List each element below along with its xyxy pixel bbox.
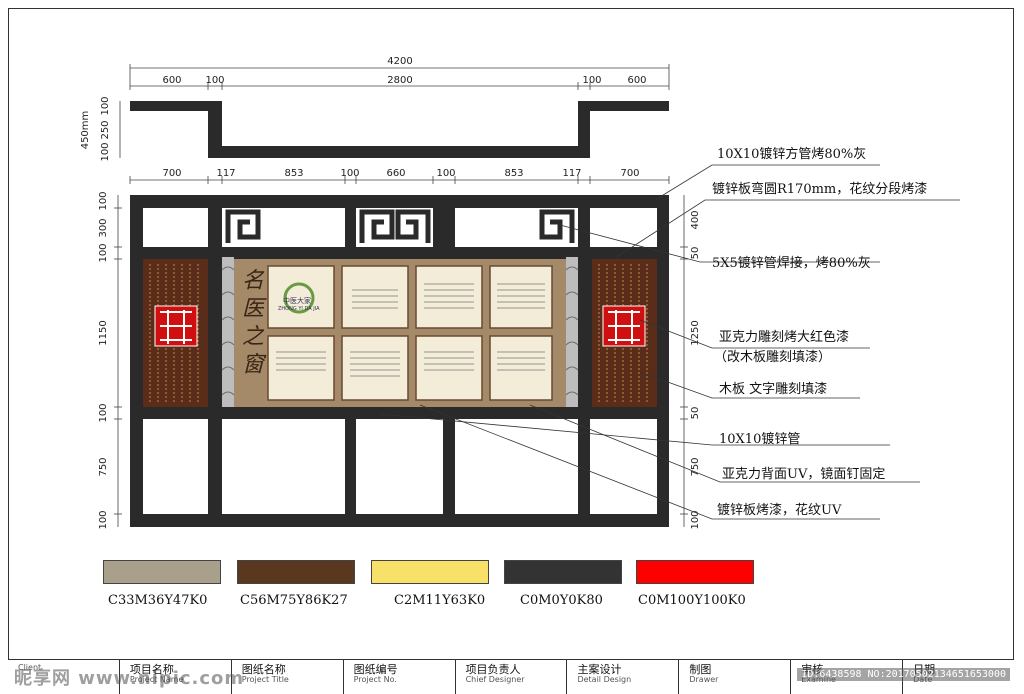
title-block-en: Project Title <box>241 675 289 685</box>
title-block-cn: 制图 <box>689 663 712 676</box>
dim-mid-seg: 117 <box>216 168 235 179</box>
title-block-en: Client <box>18 663 42 672</box>
title-block-cn: 主案设计 <box>577 663 622 676</box>
dim-left-v: 750 <box>98 457 109 476</box>
annotation-label: （改木板雕刻填漆） <box>714 350 832 365</box>
annotation-label: 木板 文字雕刻填漆 <box>719 382 828 397</box>
watermark: 昵享网 www.nipic.com <box>14 668 245 689</box>
color-swatch <box>103 560 221 584</box>
top-section-profile <box>130 101 669 158</box>
dim-mid-seg: 700 <box>620 168 639 179</box>
cloud-strip-right <box>565 257 579 407</box>
center-board <box>234 259 566 407</box>
annotation-label: 10X10镀锌方管烤80%灰 <box>717 147 867 162</box>
dim-mid-seg: 100 <box>436 168 455 179</box>
title-block-en: Project Name <box>129 675 184 685</box>
title-block-cn: 图纸名称 <box>241 663 286 676</box>
annotation-label: 亚克力背面UV，镜面钉固定 <box>722 467 886 482</box>
swatch-label: C0M0Y0K80 <box>520 593 603 608</box>
dim-top-seg: 600 <box>627 75 646 86</box>
swatch-label: C56M75Y86K27 <box>240 593 348 608</box>
dim-left-v: 100 <box>98 243 109 262</box>
dim-right-v: 100 <box>690 510 701 529</box>
dim-side: 100 <box>100 142 111 161</box>
title-block-en: Chief Designer <box>465 675 525 685</box>
title-block-en: Project No. <box>353 675 397 685</box>
dim-right-v: 750 <box>690 457 701 476</box>
swatch-label: C33M36Y47K0 <box>108 593 208 608</box>
logo-english: ZHONG YI DA JIA <box>278 306 320 312</box>
dim-mid-seg: 700 <box>162 168 181 179</box>
dim-top-seg: 100 <box>582 75 601 86</box>
fret-ornaments <box>225 209 575 243</box>
left-wood-panel <box>143 259 208 407</box>
title-block-cn: 图纸编号 <box>353 663 398 676</box>
swatch-label: C2M11Y63K0 <box>394 593 486 608</box>
title-block-cn: 项目名称 <box>129 663 174 676</box>
dim-right-v: 1250 <box>690 320 701 345</box>
annotation-label: 亚克力雕刻烤大红色漆 <box>719 330 850 345</box>
leader-lines <box>379 164 960 520</box>
title-block-cell: Client <box>8 660 120 694</box>
dim-side-unit: 450mm <box>80 111 91 150</box>
color-swatch <box>371 560 489 584</box>
annotation-label: 镀锌板弯圆R170mm，花纹分段烤漆 <box>712 182 928 197</box>
dim-mid-seg: 853 <box>504 168 523 179</box>
dim-left-v: 100 <box>98 403 109 422</box>
color-swatch <box>237 560 355 584</box>
dim-top-seg: 2800 <box>387 75 412 86</box>
logo-chinese: 中医大家 <box>283 297 311 305</box>
title-block-en: Drawer <box>689 675 719 685</box>
dim-left-v: 100 <box>98 510 109 529</box>
dim-right-v: 50 <box>690 407 701 420</box>
right-wood-panel <box>592 259 657 407</box>
color-swatch <box>504 560 622 584</box>
cloud-strip-left <box>221 257 235 407</box>
annotation-label: 5X5镀锌管焊接，烤80%灰 <box>712 256 871 271</box>
dim-mid-seg: 117 <box>562 168 581 179</box>
dim-side: 100 <box>100 96 111 115</box>
dim-left-v: 100 <box>98 191 109 210</box>
dim-mid-seg: 100 <box>340 168 359 179</box>
dim-top-total: 4200 <box>387 56 412 67</box>
dimension-lines <box>114 64 688 527</box>
dim-left-v: 1150 <box>98 320 109 345</box>
annotation-label: 10X10镀锌管 <box>719 432 801 447</box>
dim-right-v: 50 <box>690 247 701 260</box>
color-swatch <box>636 560 754 584</box>
dim-mid-seg: 853 <box>284 168 303 179</box>
title-block-cn: 项目负责人 <box>465 663 521 676</box>
swatch-label: C0M100Y100K0 <box>638 593 746 608</box>
dim-right-v: 400 <box>690 210 701 229</box>
center-board-title: 名医之窗 <box>238 268 263 380</box>
dim-top-seg: 600 <box>162 75 181 86</box>
title-block-en: Detail Design <box>577 675 632 685</box>
dim-top-seg: 100 <box>205 75 224 86</box>
dim-side: 250 <box>100 120 111 139</box>
dim-left-v: 300 <box>98 218 109 237</box>
annotation-label: 镀锌板烤漆，花纹UV <box>717 503 842 518</box>
dim-mid-seg: 660 <box>386 168 405 179</box>
image-id-stamp: ID:6438598 NO:20170502134651653000 <box>797 668 1010 681</box>
